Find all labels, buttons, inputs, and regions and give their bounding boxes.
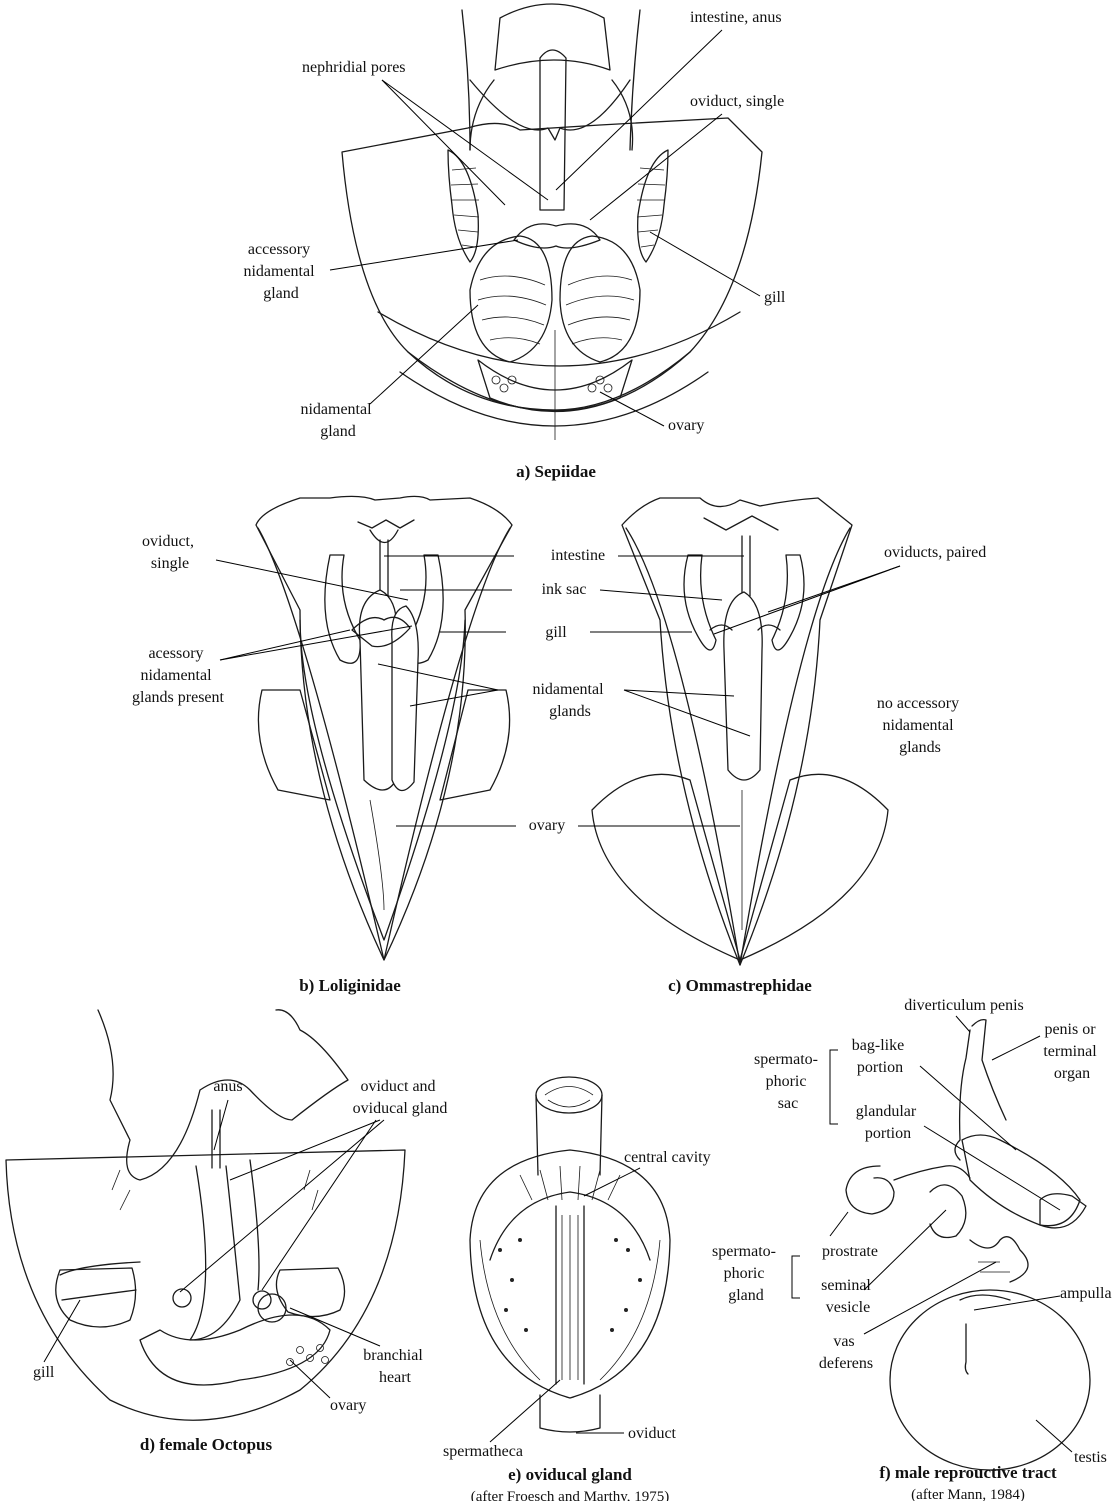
label-intestine: intestine (551, 547, 605, 564)
label-accessory-glands-present: acessory nidamental glands present (132, 645, 225, 706)
label-vas-deferens: vas deferens (819, 1333, 873, 1372)
label-nephridial-pores: nephridial pores (302, 59, 406, 76)
label-intestine-anus: intestine, anus (690, 9, 782, 26)
label-nidamental-glands: nidamental glands (532, 681, 607, 720)
label-bag-like-portion: bag-like portion (852, 1037, 908, 1076)
shared-labels-b-c: intestine ink sac gill nidamental glands… (529, 547, 608, 834)
label-ovary-d: ovary (330, 1397, 366, 1414)
caption-e: e) oviducal gland (508, 1465, 632, 1484)
label-spermatheca: spermatheca (443, 1443, 523, 1460)
caption-d: d) female Octopus (140, 1435, 273, 1454)
label-anus: anus (213, 1078, 242, 1095)
panel-a-leader-lines (330, 30, 760, 426)
label-ampulla: ampulla (1060, 1285, 1112, 1302)
panel-e-drawing (470, 1077, 670, 1432)
panel-c-drawing (592, 498, 888, 965)
label-oviduct-oviducal-gland: oviduct and oviducal gland (353, 1078, 448, 1117)
caption-f: f) male reprouctive tract (879, 1463, 1057, 1482)
bracket-sac (830, 1050, 838, 1124)
panel-e-oviducal-gland: central cavity spermatheca oviduct e) ov… (443, 1077, 711, 1501)
panel-f-male-tract: diverticulum penis penis or terminal org… (712, 997, 1112, 1501)
label-diverticulum-penis: diverticulum penis (904, 997, 1024, 1014)
label-ovary: ovary (668, 417, 704, 434)
caption-b: b) Loliginidae (299, 976, 401, 995)
panel-f-drawing (846, 1020, 1090, 1470)
label-gill-d: gill (33, 1364, 55, 1381)
source-e: (after Froesch and Marthy, 1975) (471, 1489, 670, 1501)
caption-a: a) Sepiidae (516, 462, 596, 481)
panel-a-sepiidae: nephridial pores intestine, anus oviduct… (243, 4, 785, 481)
label-no-accessory-glands: no accessory nidamental glands (877, 695, 963, 756)
panel-b-drawing (256, 496, 512, 960)
label-glandular-portion: glandular portion (856, 1103, 920, 1142)
panel-d-drawing (6, 1010, 405, 1420)
label-accessory-nidamental-gland: accessory nidamental gland (243, 241, 318, 302)
source-f: (after Mann, 1984) (911, 1487, 1025, 1501)
label-prostrate: prostrate (822, 1243, 878, 1260)
label-nidamental-gland: nidamental gland (300, 401, 375, 440)
panel-b-loliginidae: oviduct, single acessory nidamental glan… (132, 496, 516, 995)
label-seminal-vesicle: seminal vesicle (821, 1277, 875, 1316)
panel-f-leader-lines (830, 1016, 1072, 1452)
label-gill-bc: gill (545, 624, 567, 641)
label-central-cavity: central cavity (624, 1149, 711, 1166)
panel-d-leader-lines (44, 1100, 384, 1398)
caption-c: c) Ommastrephidae (668, 976, 812, 995)
label-ink-sac: ink sac (542, 581, 587, 598)
panel-e-leader-lines (490, 1168, 640, 1442)
label-testis: testis (1074, 1449, 1107, 1466)
label-oviduct-e: oviduct (628, 1425, 677, 1442)
label-penis-terminal-organ: penis or terminal organ (1043, 1021, 1100, 1082)
label-gill: gill (764, 289, 786, 306)
label-branchial-heart: branchial heart (363, 1347, 427, 1386)
label-oviduct-single: oviduct, single (690, 93, 784, 110)
label-spermatophoric-gland: spermato- phoric gland (712, 1243, 780, 1304)
bracket-gland (792, 1256, 800, 1298)
label-ovary-bc: ovary (529, 817, 565, 834)
panel-d-female-octopus: anus oviduct and oviducal gland gill bra… (6, 1010, 447, 1454)
label-oviducts-paired: oviducts, paired (884, 544, 986, 561)
label-oviduct-single-b: oviduct, single (142, 533, 198, 572)
panel-c-ommastrephidae: oviducts, paired no accessory nidamental… (578, 498, 986, 995)
label-spermatophoric-sac: spermato- phoric sac (754, 1051, 822, 1112)
